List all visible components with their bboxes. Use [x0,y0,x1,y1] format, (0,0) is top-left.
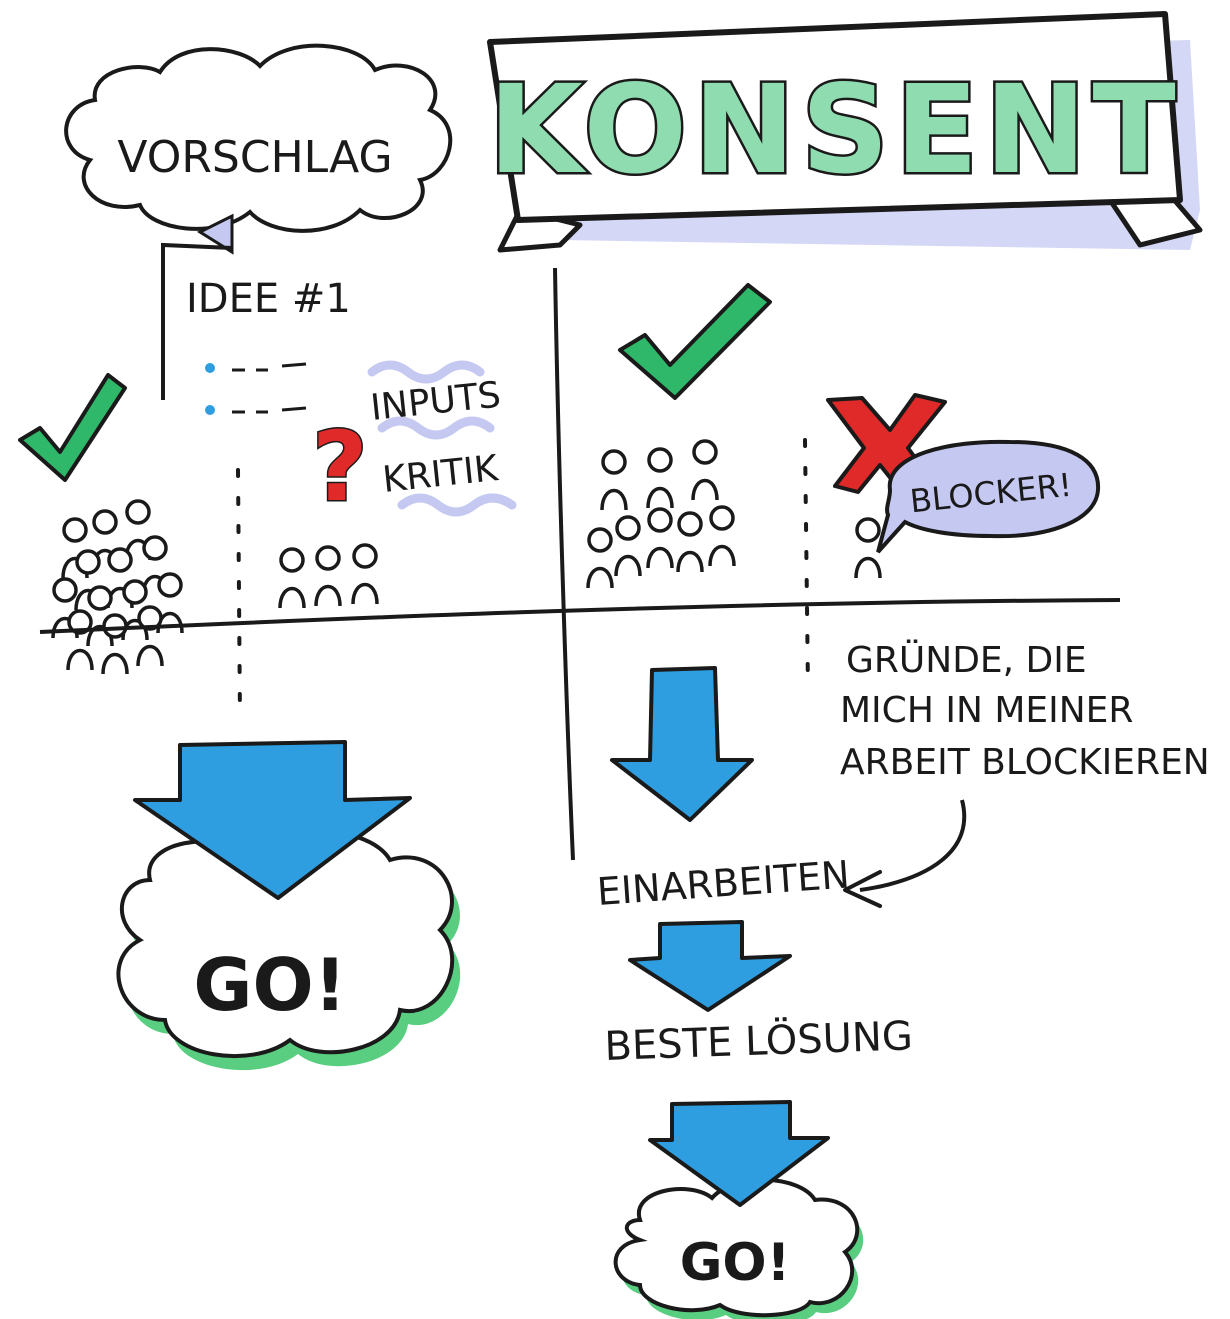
person-icon [646,507,674,569]
down-arrow-icon [610,666,754,822]
person-icon [314,545,342,607]
person-icon [74,549,102,611]
cloud-icon: GO! [116,829,461,1071]
person-icon [66,609,94,671]
beste-loesung-label: BESTE LÖSUNG [604,1011,914,1070]
konsent-banner: KONSENT [486,11,1203,253]
reasons-note: GRÜNDE, DIE MICH IN MEINER ARBEIT BLOCKI… [840,639,1210,908]
person-icon [600,449,628,511]
cloud-icon: GO! [613,1177,864,1319]
person-icon [156,572,184,634]
down-arrow-icon [133,740,412,900]
kritik-label: KRITIK [381,448,501,501]
person-icon [86,585,114,647]
person-icon [646,447,674,509]
person-icon [708,505,736,567]
checkmark-icon [618,283,772,400]
reasons-line-2: MICH IN MEINER [840,690,1133,731]
vorschlag-label: VORSCHLAG [117,132,392,183]
feedback-notes: INPUTS KRITIK ? [311,360,517,525]
quadrant-lines [39,267,1121,861]
down-arrow-icon [648,1100,830,1207]
person-icon [101,613,129,675]
reasons-line-3: ARBEIT BLOCKIEREN [840,742,1210,783]
person-icon [676,511,704,573]
idea-bullet-list [205,362,307,415]
idea-sheet: IDEE #1 [161,213,351,415]
person-icon [136,605,164,667]
banner-title: KONSENT [488,59,1181,201]
speech-bubble-icon: BLOCKER! [876,439,1101,554]
einarbeiten-label: EINARBEITEN [596,852,851,914]
person-icon [614,515,642,577]
checkmark-icon [18,373,127,482]
vorschlag-cloud: VORSCHLAG [64,43,453,233]
person-icon [854,517,882,579]
question-icon: ? [312,411,368,523]
person-icon [351,543,379,605]
person-icon [586,527,614,589]
person-icon [278,547,306,609]
down-arrow-icon [628,920,792,1012]
go-left-label: GO! [193,943,346,1027]
people-groups [51,439,882,675]
go-right-label: GO! [680,1233,791,1293]
idea-title: IDEE #1 [186,276,351,322]
flow-arrows [133,666,830,1207]
reasons-line-1: GRÜNDE, DIE [846,639,1087,681]
person-icon [691,439,719,501]
